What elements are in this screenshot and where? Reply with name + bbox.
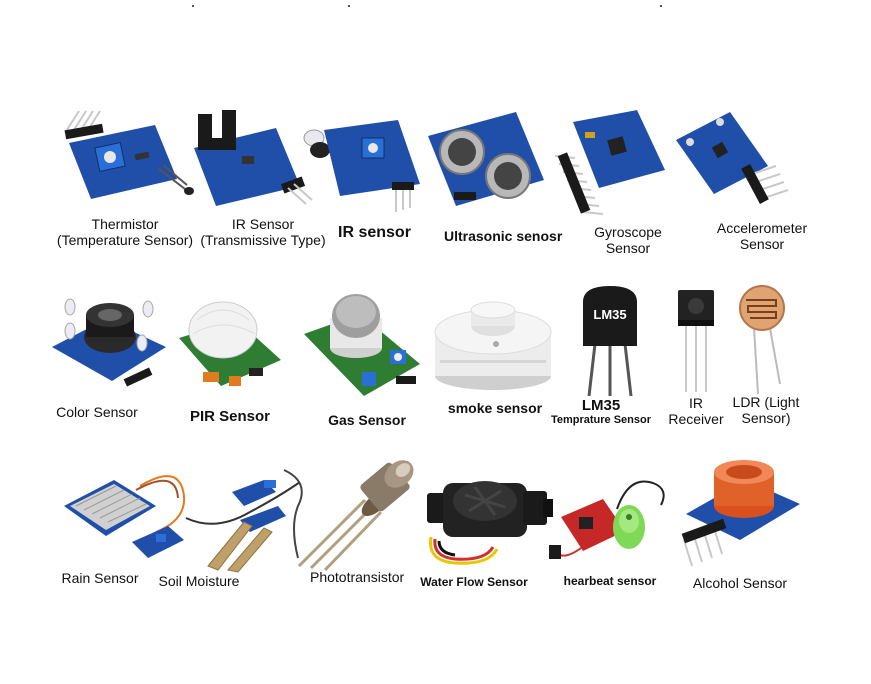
color-sensor-module-image xyxy=(52,298,166,387)
ldr-label: LDR (Light Sensor) xyxy=(728,394,804,426)
lm35-chip-marking: LM35 xyxy=(593,307,627,322)
color-sensor xyxy=(48,285,173,400)
phototransistor-sensor xyxy=(295,460,420,572)
label-line: Alcohol Sensor xyxy=(692,575,788,591)
heartbeat-sensor xyxy=(545,465,670,573)
label-line: (Temperature Sensor) xyxy=(56,232,194,249)
water-flow-sensor xyxy=(425,465,555,573)
label-line: Rain Sensor xyxy=(61,570,139,586)
ldr-image xyxy=(739,285,785,395)
label-line: hearbeat sensor xyxy=(563,574,657,588)
pir-sensor-label: PIR Sensor xyxy=(180,408,280,425)
water-flow-image xyxy=(427,481,553,565)
gyroscope-label: Gyroscope Sensor xyxy=(578,224,678,256)
accelerometer-module-image xyxy=(676,112,789,205)
ir-transmissive-label: IR Sensor (Transmissive Type) xyxy=(188,216,338,248)
label-line: Gyroscope xyxy=(594,224,662,240)
alcohol-label: Alcohol Sensor xyxy=(690,575,790,591)
heartbeat-module-image xyxy=(549,480,665,559)
ldr-sensor xyxy=(732,284,792,395)
label-line: Soil Moisture xyxy=(158,573,240,589)
alcohol-sensor-image xyxy=(681,460,800,567)
smoke-sensor-label: smoke sensor xyxy=(440,400,550,416)
gas-sensor-label: Gas Sensor xyxy=(322,412,412,428)
label-line: IR Sensor xyxy=(231,216,295,232)
artifact-dot xyxy=(192,5,194,7)
label-line: IR sensor xyxy=(338,224,411,241)
label-line: Color Sensor xyxy=(56,404,138,420)
ultrasonic-label: Ultrasonic senosr xyxy=(444,228,584,244)
soil-moisture-label: Soil Moisture xyxy=(158,573,240,589)
soil-moisture-sensor xyxy=(180,462,315,573)
color-sensor-label: Color Sensor xyxy=(52,404,142,420)
ir-receiver-image xyxy=(678,290,714,392)
water-flow-label: Water Flow Sensor xyxy=(415,575,533,590)
label-line: Ultrasonic senosr xyxy=(444,228,563,244)
ultrasonic-sensor xyxy=(420,108,550,218)
pir-sensor xyxy=(175,290,285,402)
smoke-detector-image xyxy=(434,301,552,390)
gyroscope-sensor xyxy=(545,108,670,220)
lm35-sensor: LM35 xyxy=(575,284,645,397)
soil-moisture-image xyxy=(185,469,303,573)
label-line: Temprature Sensor xyxy=(550,414,652,427)
phototransistor-image xyxy=(297,460,414,572)
lm35-label: LM35 Temprature Sensor xyxy=(540,397,662,427)
label-line: Thermistor xyxy=(91,216,159,232)
accelerometer-label: Accelerometer Sensor xyxy=(710,220,814,252)
label-line: Water Flow Sensor xyxy=(420,575,528,589)
ir-receiver-sensor xyxy=(672,288,722,392)
label-line: Sensor xyxy=(605,240,651,257)
label-line: Gas Sensor xyxy=(328,412,406,428)
ultrasonic-module-image xyxy=(428,112,544,206)
label-line: smoke sensor xyxy=(447,400,543,416)
heartbeat-label: hearbeat sensor xyxy=(555,574,665,589)
thermistor-sensor xyxy=(55,105,195,215)
label-line: Sensor) xyxy=(741,410,791,427)
thermistor-module-image xyxy=(64,110,194,199)
phototransistor-label: Phototransistor xyxy=(310,569,405,585)
gas-sensor xyxy=(300,288,425,406)
ir-transmissive-module-image xyxy=(194,110,313,206)
label-line: (Transmissive Type) xyxy=(200,232,326,249)
label-line: LDR (Light xyxy=(732,394,800,410)
gas-sensor-module-image xyxy=(304,294,420,396)
smoke-sensor xyxy=(432,296,554,398)
artifact-dot xyxy=(660,5,662,7)
rain-sensor xyxy=(60,462,190,570)
label-line: Sensor xyxy=(739,236,785,253)
label-line: Accelerometer xyxy=(716,220,808,236)
thermistor-label: Thermistor (Temperature Sensor) xyxy=(45,216,205,248)
ir-obstacle-sensor xyxy=(300,108,425,216)
accelerometer-sensor xyxy=(672,108,792,218)
alcohol-sensor xyxy=(680,458,805,570)
rain-sensor-image xyxy=(64,475,186,558)
lm35-chip-image xyxy=(583,286,637,397)
label-line: Receiver xyxy=(668,411,724,428)
rain-sensor-label: Rain Sensor xyxy=(60,570,140,586)
ir-sensor-label: IR sensor xyxy=(338,224,448,242)
label-line: Phototransistor xyxy=(310,569,405,585)
label-line: IR xyxy=(689,395,703,411)
artifact-dot xyxy=(348,5,350,7)
ir-receiver-label: IR Receiver xyxy=(662,395,730,427)
ir-obstacle-module-image xyxy=(303,120,420,212)
label-line: PIR Sensor xyxy=(189,408,271,425)
pir-module-image xyxy=(179,301,281,386)
label-line: LM35 xyxy=(581,397,621,414)
ir-transmissive-sensor xyxy=(188,108,313,213)
gyroscope-module-image xyxy=(554,110,665,215)
